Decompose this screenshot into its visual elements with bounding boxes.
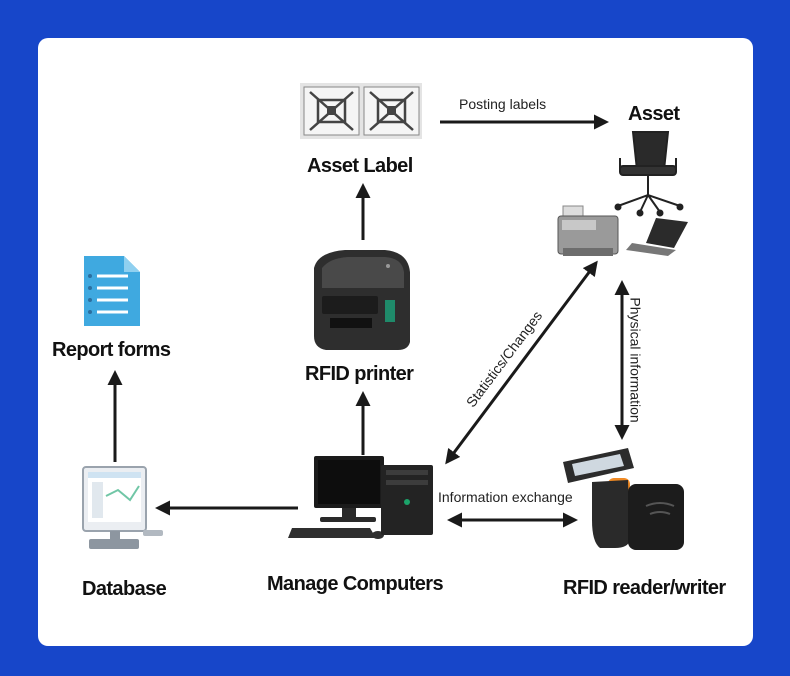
database-title: Database	[82, 578, 167, 600]
printer-icon	[557, 205, 619, 256]
asset-title: Asset	[628, 103, 680, 125]
information-exchange-label: Information exchange	[438, 489, 573, 505]
label-printer-icon	[314, 250, 410, 350]
document-icon	[84, 256, 140, 326]
asset-label-title: Asset Label	[307, 155, 413, 177]
rfid-reader-writer-title: RFID reader/writer	[563, 577, 726, 599]
handheld-reader-icon	[563, 448, 684, 550]
database-monitor-icon	[82, 466, 163, 549]
manage-computers-title: Manage Computers	[267, 573, 444, 595]
report-forms-title: Report forms	[52, 339, 171, 361]
physical-information-label: Physical information	[627, 297, 644, 423]
office-chair-icon	[614, 131, 684, 217]
desktop-computer-icon	[288, 456, 433, 539]
laptop-icon	[626, 218, 688, 256]
rfid-printer-title: RFID printer	[305, 363, 414, 385]
posting-labels-label: Posting labels	[459, 96, 547, 112]
rfid-tag-icon	[300, 83, 422, 139]
arrow-statistics-changes	[445, 260, 598, 465]
